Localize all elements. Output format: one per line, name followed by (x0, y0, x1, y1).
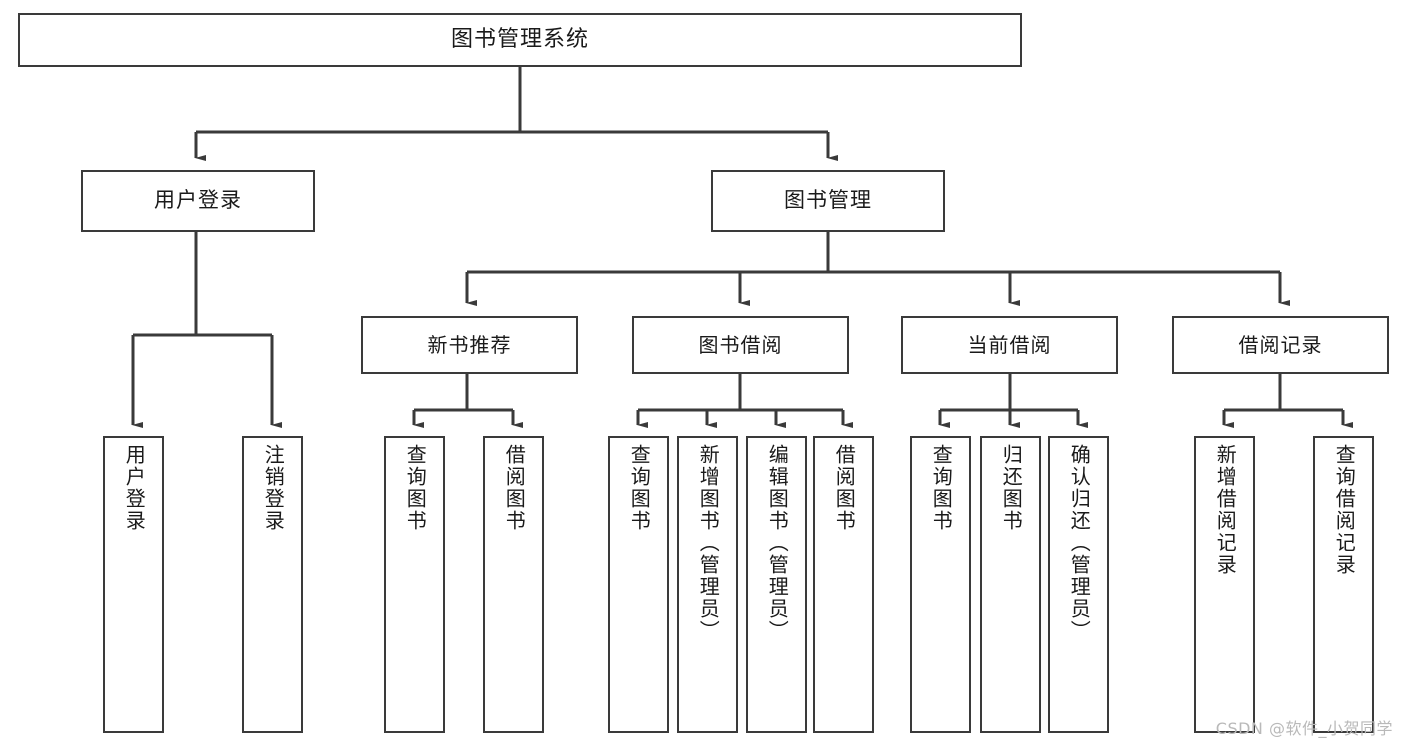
leaf-query-book-borrow[interactable]: 查询图书 (608, 436, 669, 733)
node-label: 查询图书 (929, 444, 954, 532)
node-label: 归还图书 (999, 444, 1024, 532)
node-label: 注销登录 (261, 444, 286, 532)
node-label: 查询图书 (403, 444, 428, 532)
leaf-edit-book[interactable]: 编辑图书（管理员） (746, 436, 807, 733)
csdn-watermark: CSDN @软件_小贺同学 (1215, 719, 1393, 738)
node-label: 图书管理 (784, 188, 872, 213)
node-current-borrow[interactable]: 当前借阅 (901, 316, 1118, 374)
leaf-query-borrow-record[interactable]: 查询借阅记录 (1313, 436, 1374, 733)
leaf-user-logout[interactable]: 注销登录 (242, 436, 303, 733)
node-label: 编辑图书（管理员） (765, 444, 790, 642)
node-user-login[interactable]: 用户登录 (81, 170, 315, 232)
node-label: 图书管理系统 (450, 26, 589, 52)
node-label: 借阅记录 (1238, 332, 1323, 357)
node-label: 新增借阅记录 (1213, 444, 1238, 576)
node-label: 当前借阅 (967, 332, 1052, 357)
node-label: 确认归还（管理员） (1067, 444, 1092, 642)
leaf-add-borrow-record[interactable]: 新增借阅记录 (1194, 436, 1255, 733)
node-label: 用户登录 (122, 444, 147, 532)
node-label: 用户登录 (154, 188, 242, 213)
node-new-book-recommend[interactable]: 新书推荐 (361, 316, 578, 374)
node-root-system[interactable]: 图书管理系统 (18, 13, 1022, 67)
node-borrow-record[interactable]: 借阅记录 (1172, 316, 1389, 374)
leaf-add-book[interactable]: 新增图书（管理员） (677, 436, 738, 733)
node-label: 查询借阅记录 (1332, 444, 1357, 576)
leaf-confirm-return[interactable]: 确认归还（管理员） (1048, 436, 1109, 733)
node-label: 新书推荐 (427, 332, 512, 357)
leaf-return-book[interactable]: 归还图书 (980, 436, 1041, 733)
node-book-borrow[interactable]: 图书借阅 (632, 316, 849, 374)
node-label: 查询图书 (627, 444, 652, 532)
node-label: 借阅图书 (832, 444, 857, 532)
leaf-query-book-current[interactable]: 查询图书 (910, 436, 971, 733)
node-label: 图书借阅 (698, 332, 783, 357)
leaf-query-book-recommend[interactable]: 查询图书 (384, 436, 445, 733)
leaf-user-login[interactable]: 用户登录 (103, 436, 164, 733)
node-label: 新增图书（管理员） (696, 444, 721, 642)
leaf-borrow-book-recommend[interactable]: 借阅图书 (483, 436, 544, 733)
leaf-borrow-book[interactable]: 借阅图书 (813, 436, 874, 733)
node-book-manage[interactable]: 图书管理 (711, 170, 945, 232)
node-label: 借阅图书 (502, 444, 527, 532)
